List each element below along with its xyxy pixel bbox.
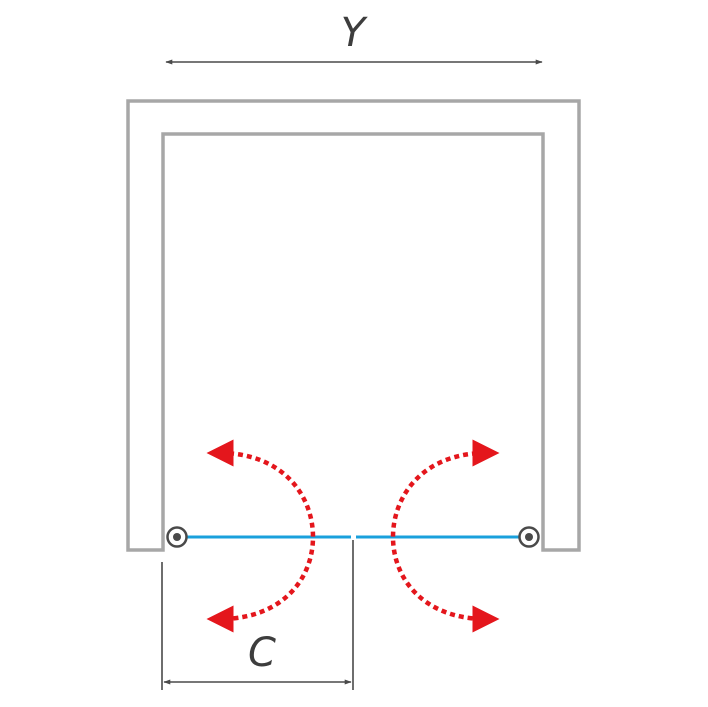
width-dimension: Y [165,10,543,65]
swing-arrow-icon-left [206,439,316,633]
hinge-icon-right [518,526,540,548]
hinge-icon-left [166,526,188,548]
swing-arrow-icon-right [390,439,500,633]
shower-frame [126,99,581,552]
door-dimension-label: C [248,630,276,676]
door-dimension: C [161,540,354,690]
width-dimension-label: Y [341,10,369,56]
